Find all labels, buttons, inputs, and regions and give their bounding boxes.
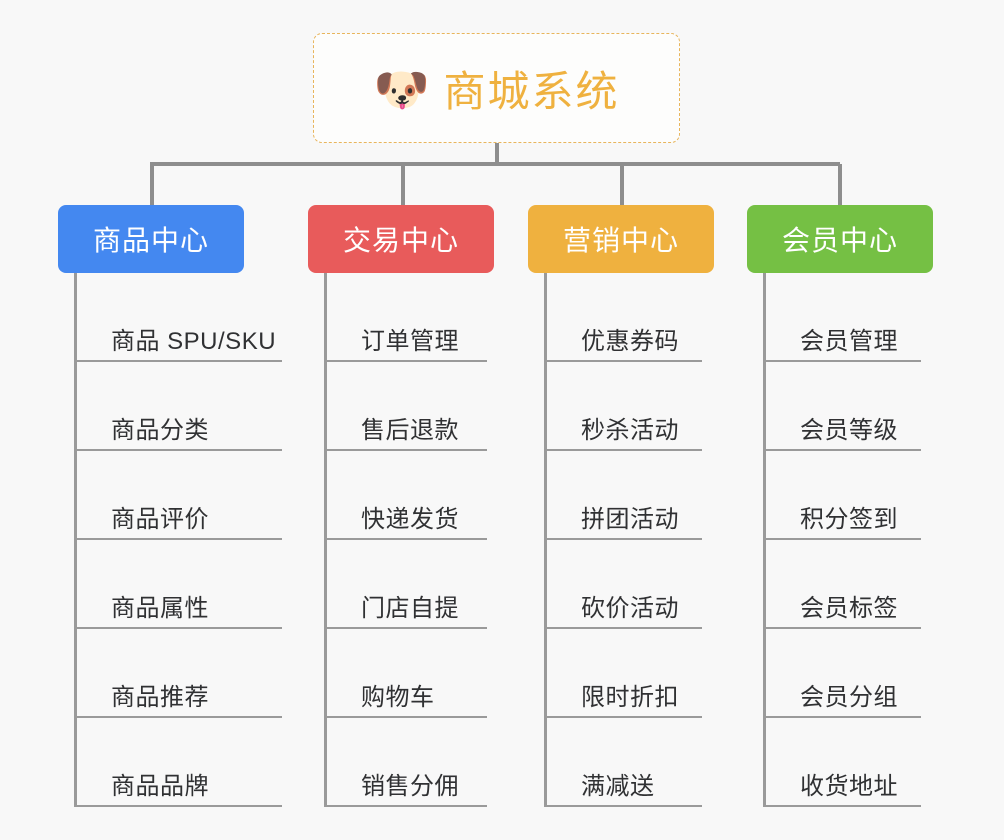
leaf-underline	[77, 805, 282, 807]
leaf-underline	[766, 805, 921, 807]
leaf-list: 会员管理会员等级积分签到会员标签会员分组收货地址	[763, 273, 933, 807]
leaf-item-label: 收货地址	[800, 773, 898, 800]
category-node-4[interactable]: 会员中心	[747, 205, 933, 273]
leaf-item[interactable]: 秒杀活动	[547, 362, 714, 451]
leaf-item[interactable]: 优惠券码	[547, 273, 714, 362]
leaf-item[interactable]: 商品推荐	[77, 629, 282, 718]
leaf-underline	[547, 716, 702, 718]
leaf-underline	[327, 538, 487, 540]
category-node-label: 商品中心	[92, 225, 209, 256]
leaf-list: 订单管理售后退款快递发货门店自提购物车销售分佣	[324, 273, 494, 807]
leaf-item-label: 商品品牌	[111, 773, 209, 800]
leaf-item-label: 商品分类	[111, 417, 209, 444]
branch-column-4: 会员中心会员管理会员等级积分签到会员标签会员分组收货地址	[747, 205, 933, 807]
root-node-title: 商城系统	[443, 67, 620, 115]
leaf-item[interactable]: 商品评价	[77, 451, 282, 540]
leaf-item-label: 商品评价	[111, 506, 209, 533]
leaf-item-label: 销售分佣	[361, 773, 459, 800]
leaf-underline	[547, 805, 702, 807]
leaf-item[interactable]: 商品属性	[77, 540, 282, 629]
leaf-underline	[77, 449, 282, 451]
leaf-item[interactable]: 购物车	[327, 629, 494, 718]
leaf-item[interactable]: 商品品牌	[77, 718, 282, 807]
leaf-item[interactable]: 满减送	[547, 718, 714, 807]
leaf-item[interactable]: 收货地址	[766, 718, 933, 807]
leaf-item-label: 限时折扣	[581, 684, 679, 711]
leaf-item-label: 秒杀活动	[581, 417, 679, 444]
leaf-item-label: 会员标签	[800, 595, 898, 622]
connector-drop-1	[150, 164, 154, 206]
branch-column-2: 交易中心订单管理售后退款快递发货门店自提购物车销售分佣	[308, 205, 494, 807]
leaf-underline	[547, 449, 702, 451]
leaf-item[interactable]: 门店自提	[327, 540, 494, 629]
connector-root-stem	[495, 143, 499, 165]
leaf-underline	[547, 538, 702, 540]
category-node-label: 营销中心	[562, 225, 679, 256]
leaf-item[interactable]: 会员标签	[766, 540, 933, 629]
leaf-underline	[327, 716, 487, 718]
leaf-item[interactable]: 积分签到	[766, 451, 933, 540]
leaf-underline	[766, 449, 921, 451]
leaf-list: 商品 SPU/SKU 商品分类商品评价商品属性商品推荐商品品牌	[74, 273, 282, 807]
leaf-underline	[77, 627, 282, 629]
leaf-item[interactable]: 订单管理	[327, 273, 494, 362]
leaf-item-label: 会员分组	[800, 684, 898, 711]
leaf-underline	[327, 627, 487, 629]
leaf-underline	[766, 716, 921, 718]
leaf-item[interactable]: 售后退款	[327, 362, 494, 451]
leaf-item-label: 快递发货	[361, 506, 459, 533]
leaf-item[interactable]: 商品 SPU/SKU	[77, 273, 282, 362]
category-node-3[interactable]: 营销中心	[528, 205, 714, 273]
category-node-label: 会员中心	[781, 225, 898, 256]
leaf-item-label: 砍价活动	[581, 595, 679, 622]
leaf-underline	[77, 538, 282, 540]
root-node[interactable]: 🐶 商城系统	[313, 33, 680, 143]
leaf-item-label: 会员管理	[800, 328, 898, 355]
connector-drop-4	[838, 164, 842, 206]
leaf-item[interactable]: 商品分类	[77, 362, 282, 451]
leaf-item[interactable]: 会员分组	[766, 629, 933, 718]
leaf-item-label: 商品推荐	[111, 684, 209, 711]
connector-drop-3	[620, 164, 624, 206]
leaf-item-label: 门店自提	[361, 595, 459, 622]
leaf-item[interactable]: 快递发货	[327, 451, 494, 540]
leaf-underline	[77, 360, 282, 362]
leaf-item[interactable]: 销售分佣	[327, 718, 494, 807]
branch-column-1: 商品中心商品 SPU/SKU 商品分类商品评价商品属性商品推荐商品品牌	[58, 205, 282, 807]
leaf-underline	[766, 360, 921, 362]
leaf-underline	[547, 627, 702, 629]
leaf-underline	[766, 538, 921, 540]
leaf-item-label: 积分签到	[800, 506, 898, 533]
category-node-2[interactable]: 交易中心	[308, 205, 494, 273]
leaf-item[interactable]: 砍价活动	[547, 540, 714, 629]
leaf-underline	[327, 805, 487, 807]
leaf-underline	[766, 627, 921, 629]
connector-horizontal-bus	[150, 162, 840, 166]
leaf-list: 优惠券码秒杀活动拼团活动砍价活动限时折扣满减送	[544, 273, 714, 807]
leaf-item-label: 会员等级	[800, 417, 898, 444]
leaf-item-label: 商品 SPU/SKU	[111, 328, 277, 355]
leaf-underline	[327, 449, 487, 451]
leaf-item-label: 购物车	[361, 684, 435, 711]
shiba-dog-icon: 🐶	[373, 63, 430, 115]
leaf-item[interactable]: 拼团活动	[547, 451, 714, 540]
connector-drop-2	[401, 164, 405, 206]
leaf-underline	[547, 360, 702, 362]
category-node-1[interactable]: 商品中心	[58, 205, 244, 273]
leaf-item-label: 满减送	[581, 773, 655, 800]
leaf-item-label: 订单管理	[361, 328, 459, 355]
leaf-underline	[77, 716, 282, 718]
leaf-item-label: 商品属性	[111, 595, 209, 622]
leaf-item[interactable]: 会员管理	[766, 273, 933, 362]
leaf-item[interactable]: 会员等级	[766, 362, 933, 451]
leaf-item-label: 售后退款	[361, 417, 459, 444]
leaf-item-label: 拼团活动	[581, 506, 679, 533]
leaf-item[interactable]: 限时折扣	[547, 629, 714, 718]
leaf-underline	[327, 360, 487, 362]
branch-column-3: 营销中心优惠券码秒杀活动拼团活动砍价活动限时折扣满减送	[528, 205, 714, 807]
category-node-label: 交易中心	[342, 225, 459, 256]
leaf-item-label: 优惠券码	[581, 328, 679, 355]
